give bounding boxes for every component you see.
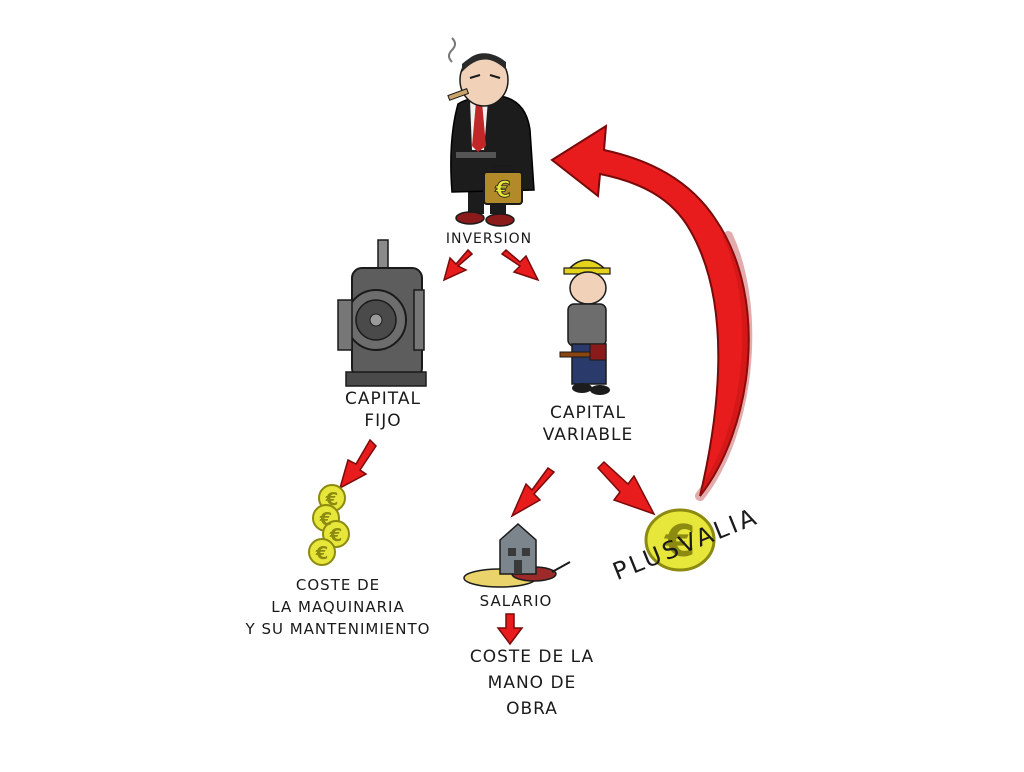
salario-label: SALARIO	[466, 590, 566, 612]
capital-fijo-label: CAPITAL FIJO	[338, 388, 428, 432]
arrow-salario-to-coste-mano-obra	[496, 613, 524, 646]
coste-mano-obra-label: COSTE DE LA MANO DE OBRA	[450, 644, 614, 722]
capital-variable-line-2: VARIABLE	[542, 425, 634, 445]
house-icon	[463, 522, 571, 588]
machine-icon	[337, 239, 427, 387]
coste-maquinaria-line-1: COSTE DE	[295, 576, 381, 594]
capital-variable-line-1: CAPITAL	[550, 403, 626, 423]
capital-fijo-line-1: CAPITAL	[345, 389, 421, 409]
coin-euro-sign: €	[329, 525, 343, 546]
euro-coins-icon: € € € €	[308, 484, 350, 566]
coste-maquinaria-line-2: LA MAQUINARIA	[271, 598, 405, 616]
capitalist-figure-icon: €	[447, 37, 535, 227]
coste-mano-obra-line-3: OBRA	[506, 699, 558, 719]
coste-maquinaria-label: COSTE DE LA MAQUINARIA Y SU MANTENIMIENT…	[226, 574, 450, 640]
inversion-label-text: INVERSION	[445, 231, 533, 247]
coste-mano-obra-line-2: MANO DE	[487, 673, 577, 693]
arrow-variable-to-salario	[510, 466, 556, 518]
coin-euro-sign: €	[315, 543, 329, 564]
arrow-inversion-to-variable	[500, 248, 540, 282]
coin-euro-sign: €	[325, 489, 339, 510]
capital-fijo-line-2: FIJO	[364, 411, 402, 431]
arrow-variable-to-plusvalia	[596, 460, 656, 516]
arrow-inversion-to-fijo	[442, 248, 474, 282]
coin-euro-sign: €	[319, 509, 333, 530]
worker-icon	[559, 259, 611, 395]
inversion-label: INVERSION	[444, 228, 534, 250]
euro-coin-icon: €	[644, 508, 716, 572]
salario-label-text: SALARIO	[479, 592, 553, 610]
capital-variable-label: CAPITAL VARIABLE	[528, 402, 648, 446]
briefcase-euro-sign: €	[494, 178, 510, 203]
arrow-plusvalia-to-inversion	[550, 124, 753, 501]
coste-maquinaria-line-3: Y SU MANTENIMIENTO	[245, 620, 431, 638]
plusvalia-euro-sign: €	[664, 516, 696, 567]
coste-mano-obra-line-1: COSTE DE LA	[469, 647, 595, 667]
arrow-fijo-to-coste-maquinaria	[338, 438, 377, 490]
